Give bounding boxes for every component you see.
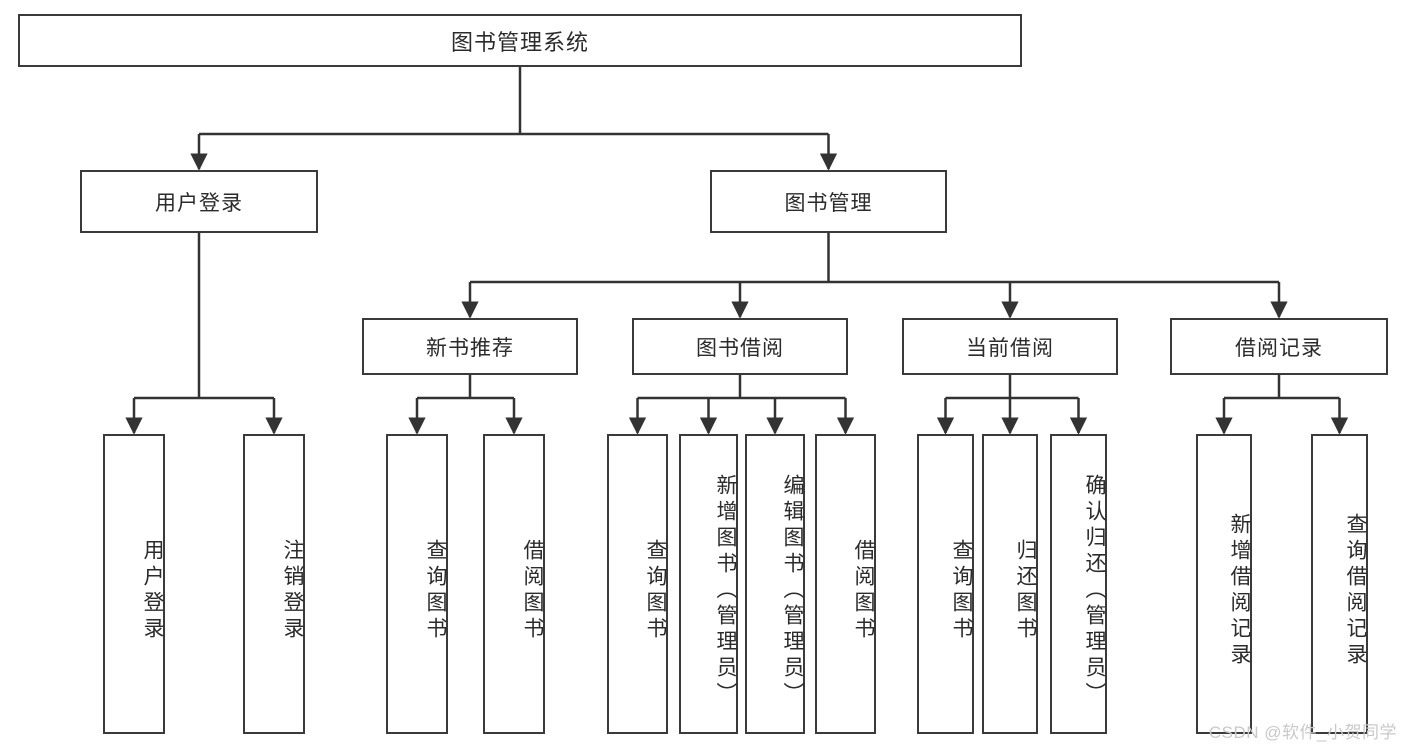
node-b4[interactable]: 借阅图书: [815, 434, 876, 734]
node-b2[interactable]: 新增图书（管理员）: [679, 434, 738, 734]
node-label: 用户登录: [155, 191, 243, 215]
node-c1[interactable]: 查询图书: [917, 434, 974, 734]
node-r2[interactable]: 查询借阅记录: [1311, 434, 1368, 734]
node-c2[interactable]: 归还图书: [982, 434, 1038, 734]
node-l1[interactable]: 用户登录: [103, 434, 165, 734]
node-label: 新书推荐: [426, 336, 514, 360]
node-label: 查询图书: [644, 539, 667, 643]
node-label: 图书借阅: [696, 336, 784, 360]
node-label: 借阅记录: [1235, 336, 1323, 360]
node-b3[interactable]: 编辑图书（管理员）: [745, 434, 805, 734]
node-label: 用户登录: [141, 539, 164, 643]
node-label: 当前借阅: [966, 336, 1054, 360]
node-label: 查询图书: [950, 539, 973, 643]
watermark-label: CSDN @软件_小贺同学: [1208, 723, 1397, 742]
node-borrow[interactable]: 图书借阅: [632, 318, 848, 375]
node-b1[interactable]: 查询图书: [607, 434, 668, 734]
node-current[interactable]: 当前借阅: [902, 318, 1118, 375]
node-login[interactable]: 用户登录: [80, 170, 318, 233]
node-label: 新增图书（管理员）: [714, 474, 737, 708]
node-n2[interactable]: 借阅图书: [483, 434, 545, 734]
node-label: 图书管理: [784, 191, 873, 215]
node-records[interactable]: 借阅记录: [1170, 318, 1388, 375]
node-l2[interactable]: 注销登录: [243, 434, 305, 734]
node-bookmgmt[interactable]: 图书管理: [710, 170, 947, 233]
node-n1[interactable]: 查询图书: [386, 434, 448, 734]
node-label: 编辑图书（管理员）: [781, 474, 804, 708]
node-label: 归还图书: [1014, 539, 1037, 643]
node-label: 图书管理系统: [450, 29, 589, 55]
node-newbook[interactable]: 新书推荐: [362, 318, 578, 375]
tree-connectors: [125, 67, 1349, 435]
node-label: 新增借阅记录: [1228, 513, 1251, 669]
node-r1[interactable]: 新增借阅记录: [1196, 434, 1252, 734]
node-label: 确认归还（管理员）: [1083, 474, 1106, 708]
node-label: 借阅图书: [852, 539, 875, 643]
node-label: 借阅图书: [521, 539, 544, 643]
node-label: 注销登录: [281, 539, 304, 643]
node-root[interactable]: 图书管理系统: [18, 14, 1022, 67]
node-label: 查询图书: [424, 539, 447, 643]
node-label: 查询借阅记录: [1344, 513, 1367, 669]
node-c3[interactable]: 确认归还（管理员）: [1050, 434, 1107, 734]
